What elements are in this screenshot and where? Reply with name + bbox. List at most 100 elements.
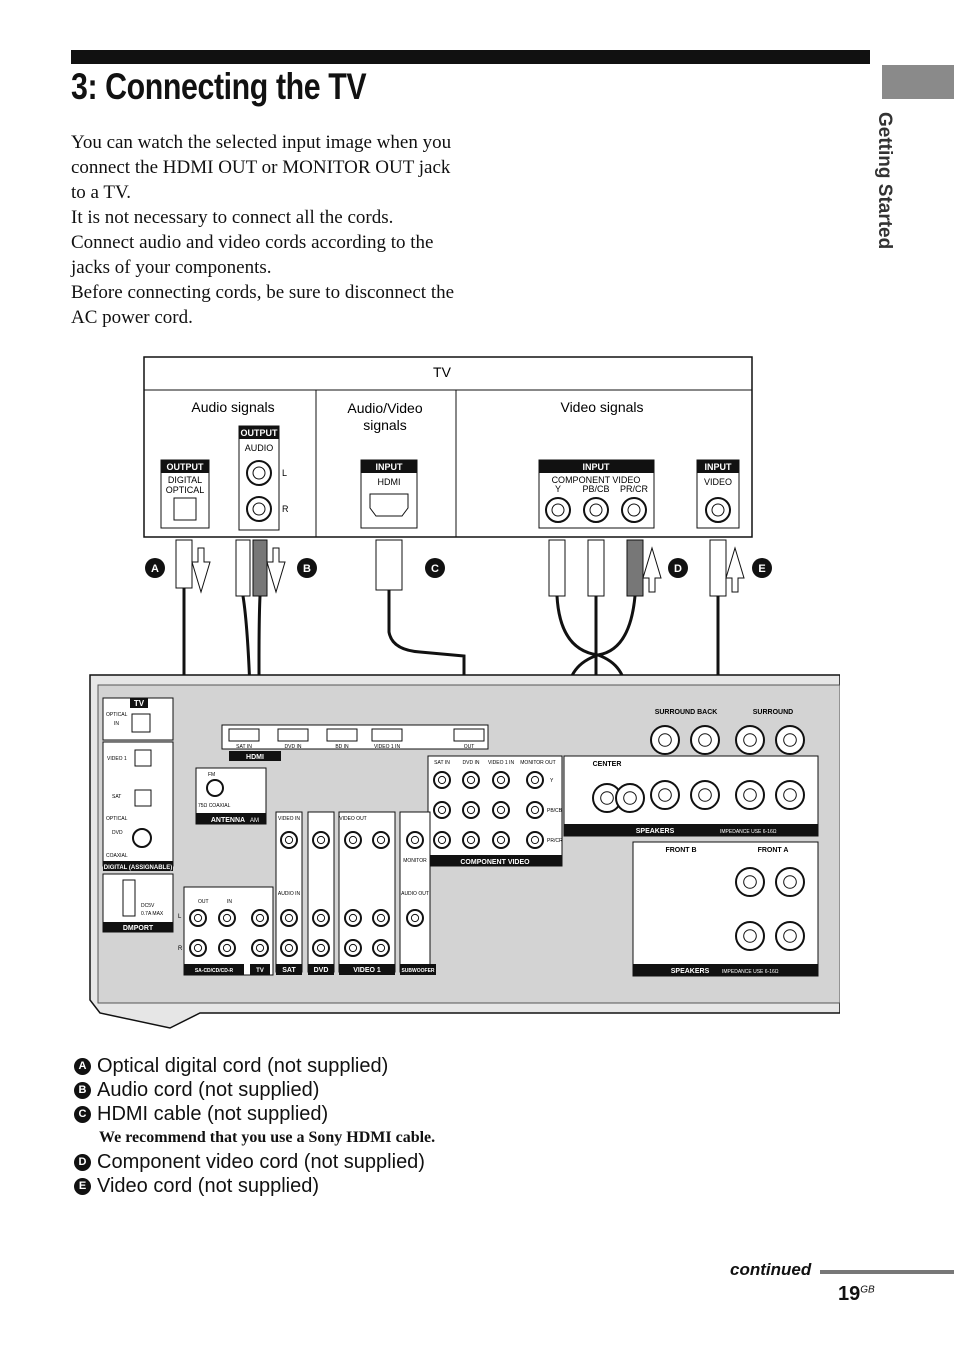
label-video1: VIDEO 1 [353,967,381,974]
audio-jack-center [255,943,265,953]
audio-l-row: L [178,914,182,920]
legend-note: We recommend that you use a Sony HDMI ca… [99,1129,436,1146]
hdmi-video1-in: VIDEO 1 IN [374,744,401,750]
speaker-terminal-center [743,788,757,802]
tv-audio-r-label: R [282,504,289,514]
tv-panel: TV Audio signals Audio/Video signals Vid… [143,356,753,538]
audio-jack-center [193,913,203,923]
receiver-digital-label: DIGITAL (ASSIGNABLE) [104,865,172,871]
audio-out-col: OUT [198,899,209,905]
legend-item-d: D Component video cord (not supplied) [74,1150,435,1174]
component-in-jack-center [496,835,506,845]
intro-text: You can watch the selected input image w… [71,130,461,330]
legend-item-b: B Audio cord (not supplied) [74,1078,435,1102]
marker-c [425,558,445,578]
audio-signals-label: Audio signals [191,399,274,415]
component-in-jack-center [496,805,506,815]
comp-y: Y [550,778,554,784]
audio-jack-center [222,913,232,923]
receiver-coaxial-label: COAXIAL [106,853,128,859]
legend-text-a: Optical digital cord (not supplied) [97,1054,389,1077]
audio-out-label: AUDIO OUT [401,891,429,897]
component-in-jack-center [496,775,506,785]
speakers-impedance-lower: IMPEDANCE USE 6-16Ω [722,969,779,975]
receiver-dc-max: 0.7A MAX [141,911,164,917]
audio-jack-center [348,913,358,923]
label-subwoofer: SUBWOOFER [401,968,434,974]
speaker-terminal-center [743,929,757,943]
hdmi-dvd-in: DVD IN [285,744,302,750]
page-number-suffix: GB [860,1284,875,1296]
title-rule [71,50,870,64]
legend-text-e: Video cord (not supplied) [97,1174,319,1197]
marker-e-label: E [758,563,765,575]
audio-jack-center [348,943,358,953]
tv-digital-label: DIGITAL [168,475,202,485]
speaker-terminal-center [783,929,797,943]
marker-a-label: A [151,563,159,575]
av-signals-label-2: signals [363,417,407,433]
tv-component-input-header: INPUT [583,462,611,472]
video-in-label: VIDEO IN [278,816,300,822]
legend-marker-e: E [74,1177,91,1195]
receiver-antenna: ANTENNA [211,817,245,824]
speakers-impedance-upper: IMPEDANCE USE 6-16Ω [720,829,777,835]
legend-item-e: E Video cord (not supplied) [74,1174,435,1198]
speakers-surround-back: SURROUND BACK [655,709,718,716]
receiver-jacks [189,725,805,957]
comp-pb: PB/CB [547,808,563,814]
tv-y-label: Y [555,484,561,494]
receiver-optical-label: OPTICAL [106,816,128,822]
marker-d [668,558,688,578]
monitor-out-jack-center [530,775,540,785]
receiver-dc5v: DC5V [141,903,155,909]
speakers-label-upper: SPEAKERS [636,828,675,835]
speaker-terminal-center [783,875,797,889]
speakers-label-lower: SPEAKERS [671,968,710,975]
audio-jack-center [284,913,294,923]
legend-marker-b: B [74,1081,91,1099]
hdmi-out: OUT [464,744,475,750]
legend-text-c: HDMI cable (not supplied) [97,1102,329,1125]
video-out-label: VIDEO OUT [339,816,367,822]
marker-e [752,558,772,578]
page-number-value: 19 [838,1283,861,1305]
tv-audio-l-label: L [282,468,287,478]
speaker-terminal-center [743,875,757,889]
tv-pb-label: PB/CB [582,484,609,494]
receiver-tv-tag: TV [134,699,145,708]
receiver-component-video: COMPONENT VIDEO [460,859,530,866]
video-jack-center [348,835,358,845]
marker-b-label: B [303,563,311,575]
component-in-jack-center [437,775,447,785]
legend-marker-d: D [74,1153,91,1171]
intro-paragraph-3: Before connecting cords, be sure to disc… [71,282,455,328]
legend-text-d: Component video cord (not supplied) [97,1150,425,1173]
comp-dvd-in: DVD IN [463,760,480,766]
continued-rule [820,1270,954,1274]
cable-plugs [175,539,745,597]
tv-hdmi-input-header: INPUT [376,462,404,472]
speakers-front-b: FRONT B [665,847,696,854]
tv-pr-label: PR/CR [620,484,649,494]
hdmi-bd-in: BD IN [335,744,349,750]
legend-marker-a: A [74,1057,91,1075]
legend-item-a: A Optical digital cord (not supplied) [74,1054,435,1078]
section-tab-marker [882,65,954,99]
receiver-hdmi-label: HDMI [246,754,264,761]
speaker-terminal-center [698,788,712,802]
marker-b [297,558,317,578]
monitor-video-jack-center [410,835,420,845]
subwoofer-jack-center [410,913,420,923]
section-side-tab: Getting Started [873,112,913,262]
tv-label: TV [433,364,452,380]
receiver-coaxial-75: 75Ω COAXIAL [198,803,231,809]
tv-optical-output-header: OUTPUT [167,462,205,472]
monitor-out-jack-center [530,835,540,845]
speaker-terminal-center [783,788,797,802]
receiver-am: AM [250,818,259,824]
monitor-out-jack-center [530,805,540,815]
connection-diagram: TV Audio signals Audio/Video signals Vid… [89,356,840,1029]
video-signals-label: Video signals [560,399,643,415]
tv-hdmi-label: HDMI [378,477,401,487]
